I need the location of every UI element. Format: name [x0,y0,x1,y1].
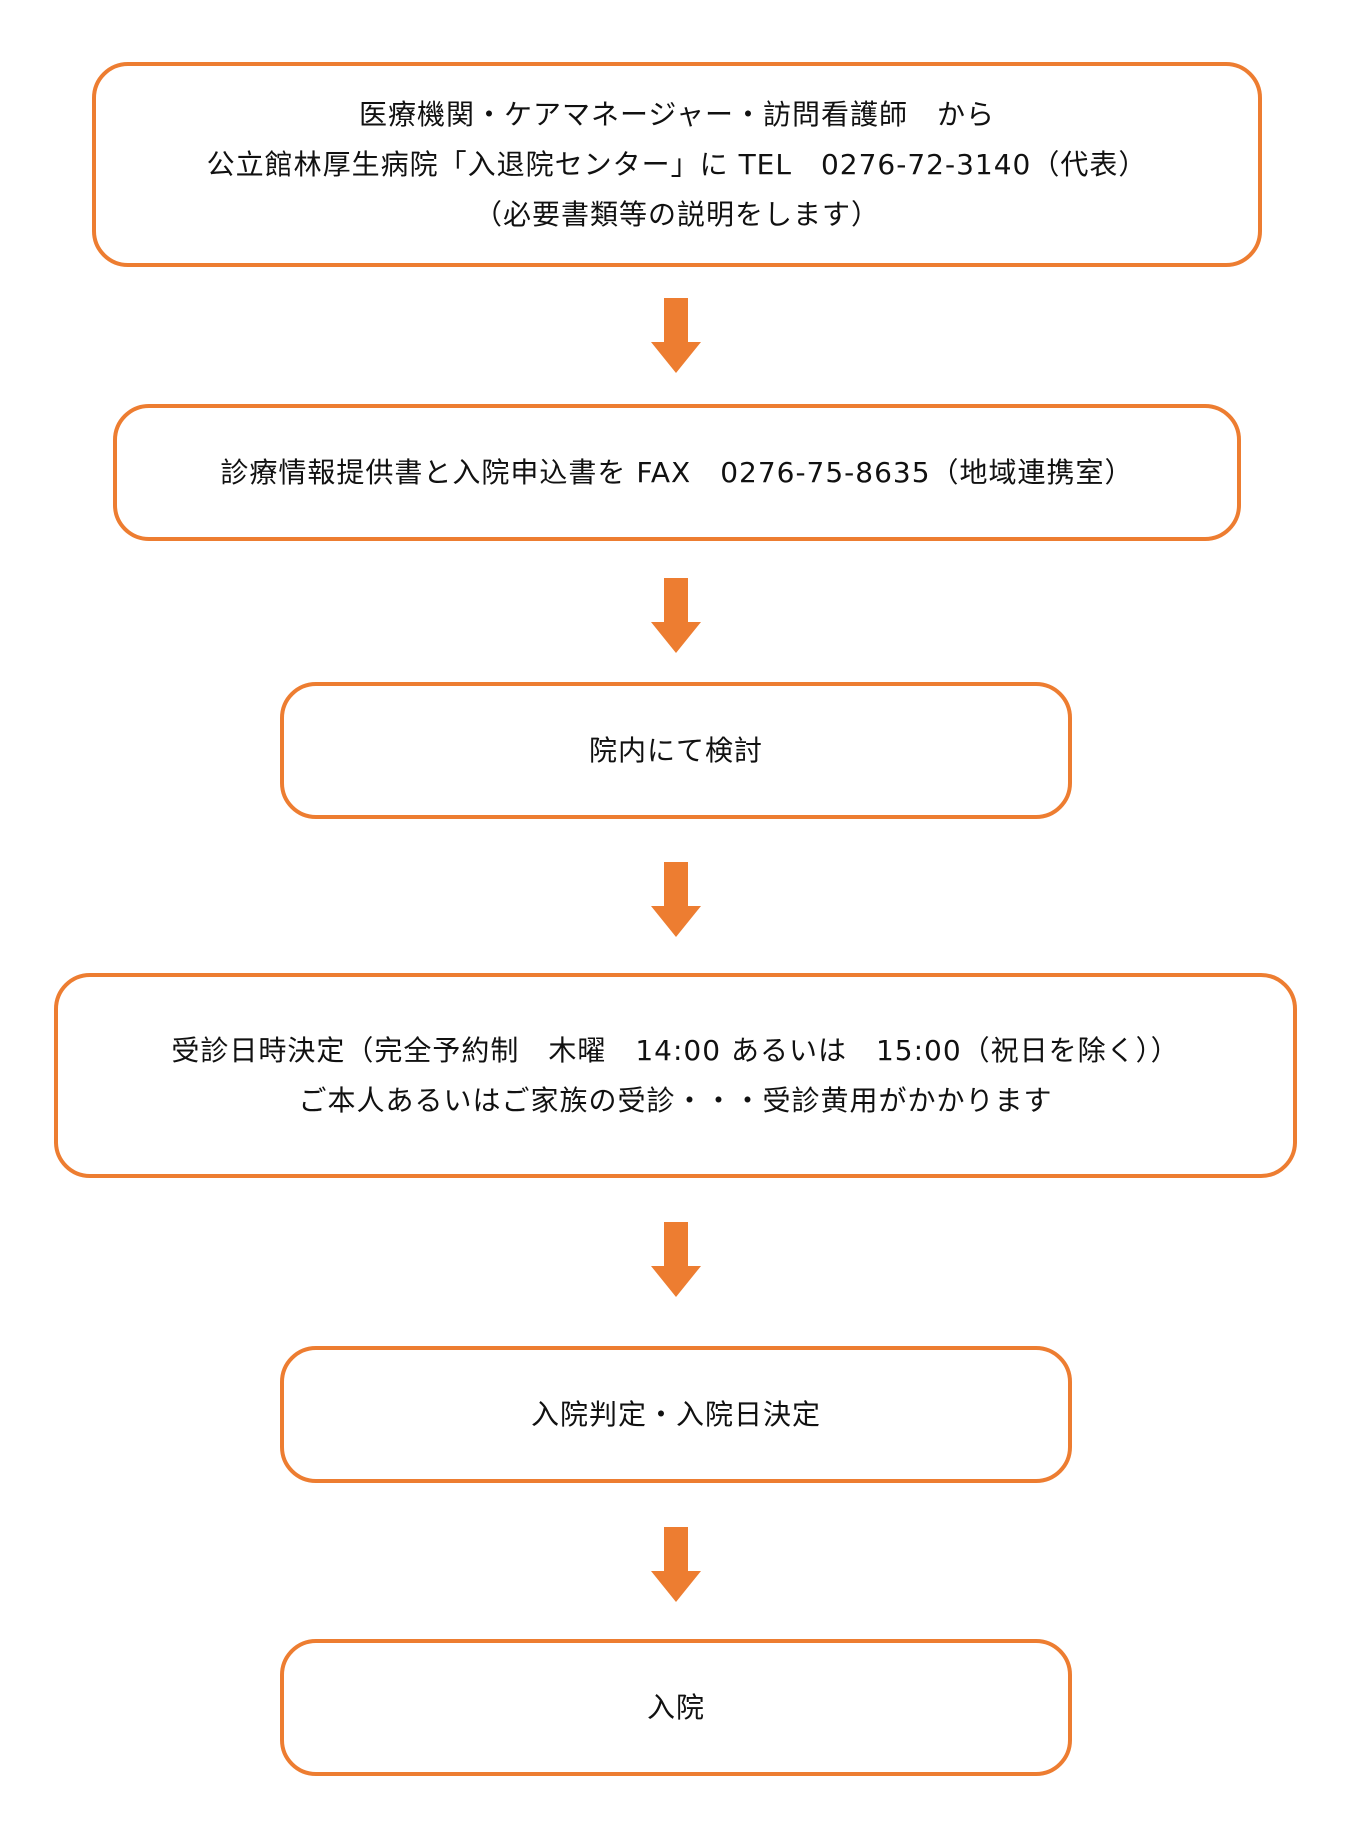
flow-step-decision: 入院判定・入院日決定 [280,1346,1072,1483]
step-contact-line-2: 公立館林厚生病院「入退院センター」に TEL 0276-72-3140（代表） [206,147,1148,181]
step-fax-line-1: 診療情報提供書と入院申込書を FAX 0276-75-8635（地域連携室） [220,455,1134,489]
step-admission-line-1: 入院 [646,1690,705,1724]
arrow-down-icon [651,578,701,653]
flow-step-admission: 入院 [280,1639,1072,1776]
step-review-line-1: 院内にて検討 [588,733,763,767]
step-appointment-line-2: ご本人あるいはご家族の受診・・・受診黄用がかかります [298,1083,1053,1117]
arrow-down-icon [651,1222,701,1297]
step-contact-line-3: （必要書類等の説明をします） [473,197,880,231]
flow-step-appointment: 受診日時決定（完全予約制 木曜 14:00 あるいは 15:00（祝日を除く））… [54,973,1297,1178]
flow-step-review: 院内にて検討 [280,682,1072,819]
step-decision-line-1: 入院判定・入院日決定 [530,1397,821,1431]
arrow-down-icon [651,298,701,373]
step-appointment-line-1: 受診日時決定（完全予約制 木曜 14:00 あるいは 15:00（祝日を除く）） [171,1033,1180,1067]
flow-step-fax: 診療情報提供書と入院申込書を FAX 0276-75-8635（地域連携室） [113,404,1241,541]
flow-step-contact: 医療機関・ケアマネージャー・訪問看護師 から 公立館林厚生病院「入退院センター」… [92,62,1262,267]
arrow-down-icon [651,862,701,937]
step-contact-line-1: 医療機関・ケアマネージャー・訪問看護師 から [358,97,996,131]
arrow-down-icon [651,1527,701,1602]
